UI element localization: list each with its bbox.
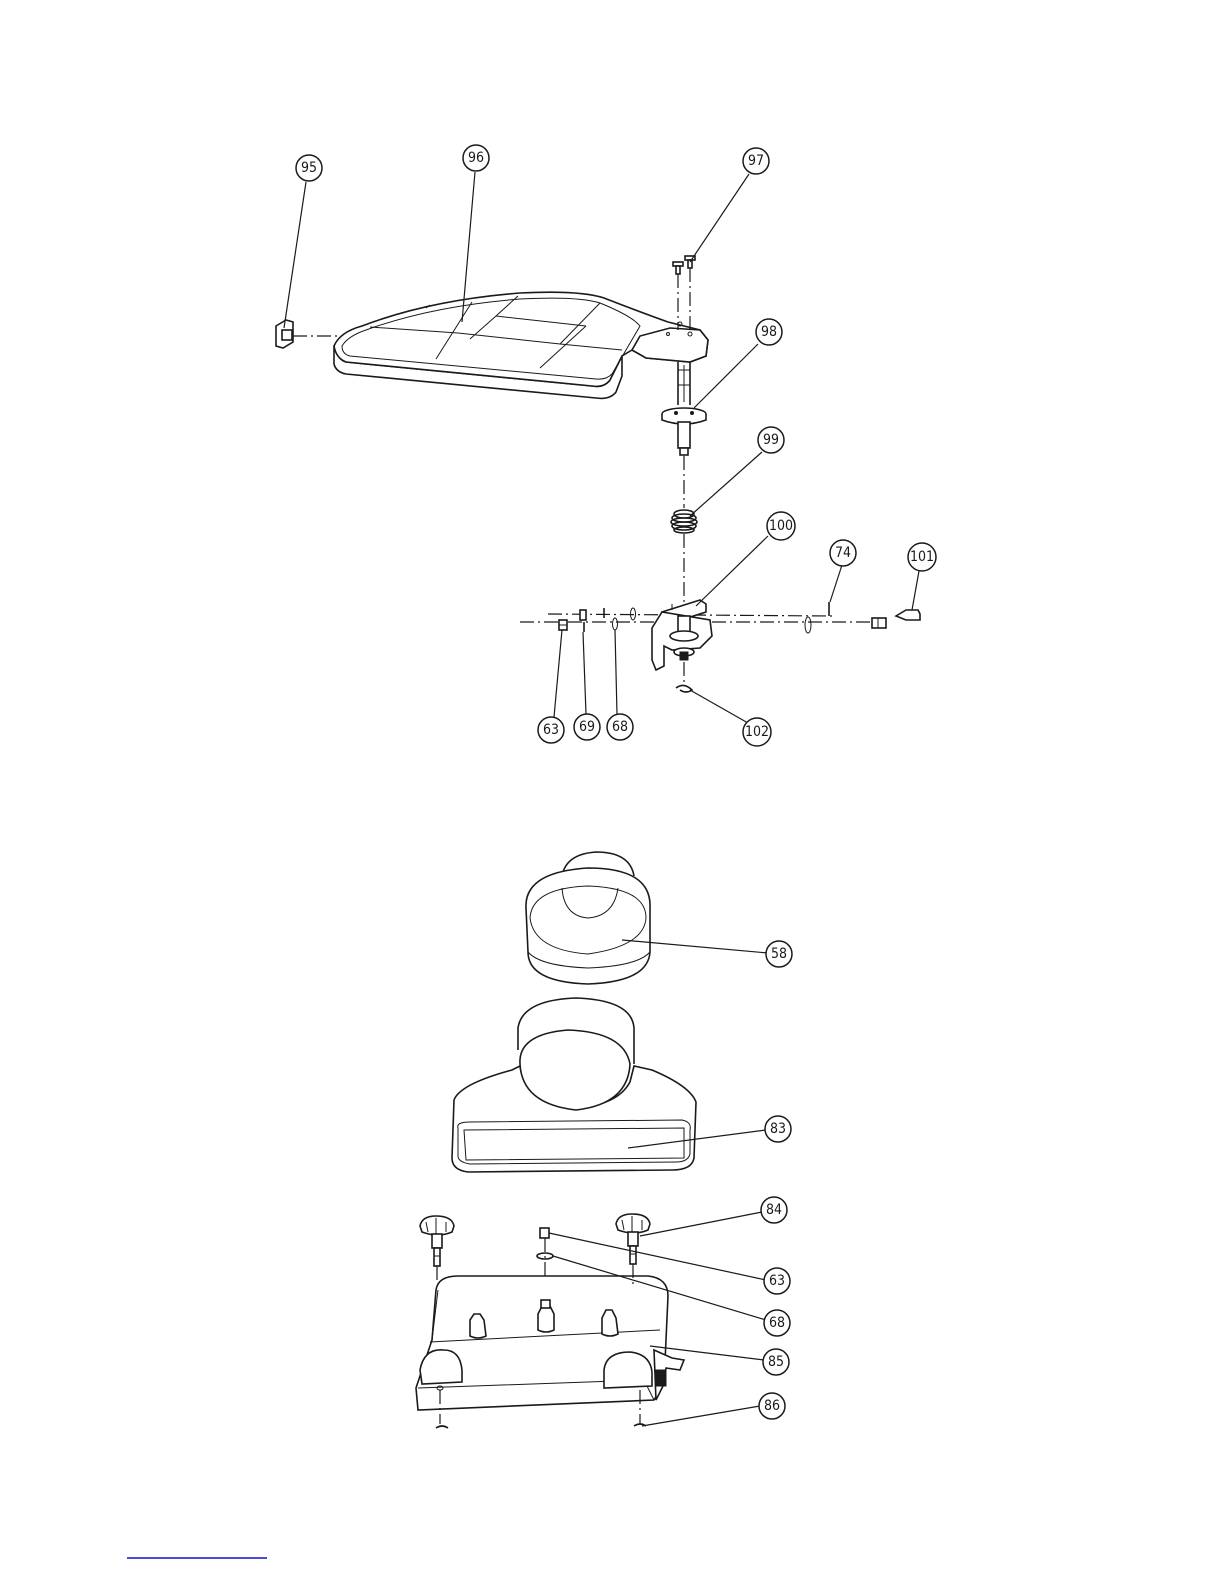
svg-text:85: 85: [768, 1354, 784, 1370]
callout-63-upper: 63: [538, 717, 564, 743]
part-101-bolt: [872, 610, 920, 628]
part-58-dust-port: [526, 852, 650, 984]
callout-84: 84: [761, 1197, 787, 1223]
svg-text:95: 95: [301, 160, 317, 176]
svg-text:63: 63: [769, 1273, 785, 1289]
part-84-knob-right: [616, 1214, 650, 1264]
part-68-washer: [604, 608, 636, 630]
svg-text:74: 74: [835, 545, 851, 561]
svg-text:68: 68: [612, 719, 628, 735]
callout-68-lower: 68: [764, 1310, 790, 1336]
callout-63-lower: 63: [764, 1268, 790, 1294]
svg-text:98: 98: [761, 324, 777, 340]
svg-text:100: 100: [769, 518, 793, 534]
part-96-table: [334, 292, 708, 398]
svg-text:97: 97: [748, 153, 764, 169]
callout-101: 101: [908, 543, 936, 571]
part-83-dust-hood: [452, 998, 696, 1172]
callout-97: 97: [743, 148, 769, 174]
lower-assembly: 58 83 84 63 68 85 86: [416, 852, 792, 1428]
svg-text:63: 63: [543, 722, 559, 738]
svg-text:68: 68: [769, 1315, 785, 1331]
callout-85: 85: [763, 1349, 789, 1375]
svg-text:69: 69: [579, 719, 595, 735]
footer-rule: [127, 1557, 267, 1559]
part-98-pivot-shaft: [662, 362, 706, 508]
callout-95: 95: [296, 155, 322, 181]
part-99-spring: [671, 510, 697, 602]
part-97-screws: [673, 256, 695, 330]
svg-text:99: 99: [763, 432, 779, 448]
svg-text:102: 102: [745, 724, 769, 740]
callout-99: 99: [758, 427, 784, 453]
part-84-knob-left: [420, 1216, 454, 1266]
part-74-washer: [805, 602, 829, 633]
part-85-guard: [416, 1264, 684, 1424]
callout-83: 83: [765, 1116, 791, 1142]
part-63-nut-lower: [540, 1228, 549, 1238]
callout-100: 100: [767, 512, 795, 540]
part-102-clip: [676, 662, 692, 692]
part-86-screws: [436, 1424, 646, 1428]
part-100-bracket: [520, 600, 880, 670]
callout-86: 86: [759, 1393, 785, 1419]
callout-68-upper: 68: [607, 714, 633, 740]
callout-96: 96: [463, 145, 489, 171]
callout-74: 74: [830, 540, 856, 566]
part-63-nut: [559, 620, 567, 630]
part-69-washer: [580, 610, 586, 632]
svg-text:86: 86: [764, 1398, 780, 1414]
callout-58: 58: [766, 941, 792, 967]
svg-text:96: 96: [468, 150, 484, 166]
callout-69: 69: [574, 714, 600, 740]
callout-98: 98: [756, 319, 782, 345]
svg-text:83: 83: [770, 1121, 786, 1137]
svg-text:101: 101: [910, 549, 934, 565]
upper-assembly: 95 96 97 98 99 100 74 101: [276, 145, 936, 746]
callout-102: 102: [743, 718, 771, 746]
svg-text:84: 84: [766, 1202, 782, 1218]
svg-text:58: 58: [771, 946, 787, 962]
